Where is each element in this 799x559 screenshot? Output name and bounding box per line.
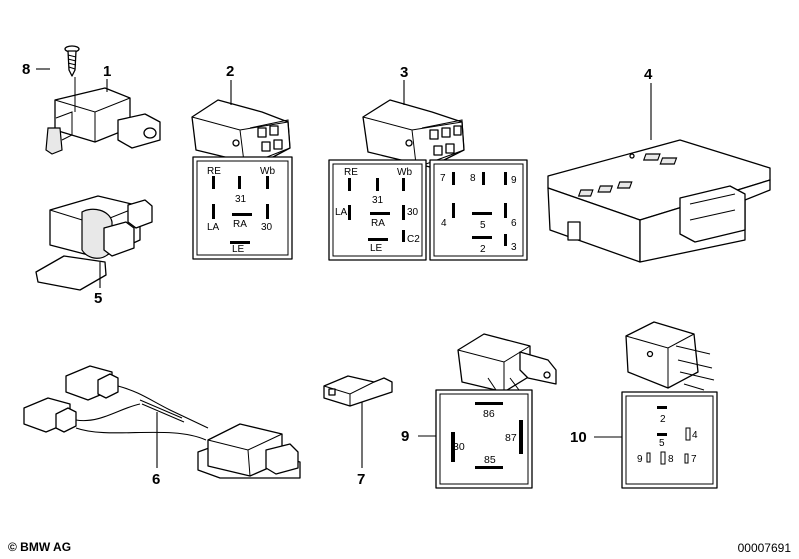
pin-label: Wb [397, 167, 412, 178]
part-2-relay [191, 80, 291, 166]
pin-label: 30 [453, 441, 465, 453]
callout-1: 1 [103, 63, 111, 80]
copyright-label: © BMW AG [8, 540, 72, 554]
pin-label: 5 [480, 220, 486, 231]
pin-label: 4 [441, 218, 447, 229]
pin-label: RA [371, 218, 385, 229]
pin-label: 2 [480, 244, 486, 255]
pin-label: 31 [235, 194, 247, 205]
pin-label: LE [370, 243, 383, 254]
part-9-relay [457, 333, 557, 397]
callout-2: 2 [226, 63, 234, 80]
pin-label: 87 [505, 432, 517, 444]
pin-label: 9 [637, 454, 643, 465]
pin-label: 3 [511, 242, 517, 253]
pin-label: 6 [511, 218, 517, 229]
callout-9: 9 [401, 428, 409, 445]
pin-label: 31 [372, 195, 384, 206]
relay-10-pinout: 2 5 4 9 8 7 [594, 391, 718, 489]
pin-label: RE [207, 166, 221, 177]
pin-label: 9 [511, 175, 517, 186]
part-6-harness [23, 365, 301, 479]
relay-9-pinout: 86 87 30 85 [418, 389, 533, 489]
pin-label: 2 [660, 414, 666, 425]
part-4-control-module [547, 83, 771, 263]
pin-label: 7 [691, 454, 697, 465]
callout-4: 4 [644, 66, 653, 83]
pin-label: 30 [407, 207, 419, 218]
callout-6: 6 [152, 471, 160, 488]
pin-label: LA [335, 207, 348, 218]
part-3-relay [362, 80, 465, 168]
pin-label: 8 [470, 173, 476, 184]
callout-7: 7 [357, 471, 365, 488]
part-10-relay [625, 321, 715, 391]
part-1-relay [45, 77, 161, 155]
pin-label: 8 [668, 454, 674, 465]
pin-label: 30 [261, 222, 273, 233]
pin-label: 4 [692, 430, 698, 441]
pin-label: Wb [260, 166, 275, 177]
pin-label: RE [344, 167, 358, 178]
pin-label: 5 [659, 438, 665, 449]
relay-3-pinout-a: RE 31 Wb LA 30 RA C2 LE [328, 159, 427, 261]
part-8-screw [64, 45, 80, 77]
relay-3-pinout-b: 7 8 9 4 5 6 2 3 [429, 159, 528, 261]
drawing-number: 00007691 [737, 541, 791, 555]
pin-label: 86 [483, 408, 495, 420]
callout-3: 3 [400, 64, 408, 81]
pin-label: LE [232, 244, 245, 255]
callout-5: 5 [94, 290, 102, 307]
pin-label: C2 [407, 234, 420, 245]
pin-label: RA [233, 219, 247, 230]
callout-10: 10 [570, 429, 587, 446]
callout-8: 8 [22, 61, 30, 78]
pin-label: 85 [484, 454, 496, 466]
pin-label: LA [207, 222, 220, 233]
relay-2-pinout: RE 31 Wb LA RA 30 LE [192, 156, 293, 260]
pin-label: 7 [440, 173, 446, 184]
part-5-relay [35, 195, 153, 291]
part-7-plug [323, 375, 393, 468]
